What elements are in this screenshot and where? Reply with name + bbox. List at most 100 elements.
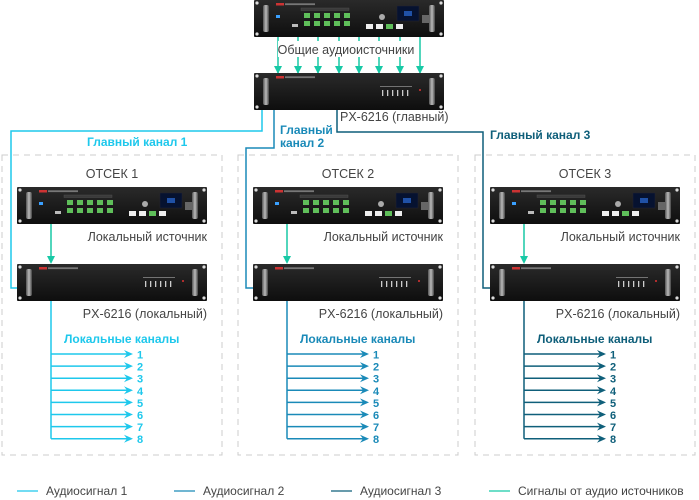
channel-arrow-icon (597, 398, 606, 407)
disc-slot (536, 194, 586, 198)
channel-switch (618, 281, 620, 287)
volume-knob (615, 201, 621, 207)
zone-2-frame (237, 154, 459, 456)
rack-screw-icon (439, 32, 443, 36)
rack-screw-icon (438, 188, 442, 192)
channel-arrow-icon (124, 434, 133, 443)
preset-button (323, 208, 329, 213)
zone-2-channel-2-label: 2 (373, 362, 379, 374)
shared-source-device (254, 0, 444, 37)
zone-3-local-px6216-device (490, 264, 680, 301)
zone-2-local-source-device (253, 187, 443, 224)
zone-1-channel-3-label: 3 (137, 374, 143, 386)
lcd-digits (640, 198, 648, 203)
main-channel-3-label: Главный канал 3 (490, 128, 591, 142)
preset-button (314, 13, 320, 18)
zone-1-channel-5-label: 5 (137, 398, 143, 410)
preset-button (87, 208, 93, 213)
preset-button (550, 208, 556, 213)
transport-button (385, 211, 392, 216)
channel-arrow-icon (124, 362, 133, 371)
model-label (285, 3, 315, 6)
transport-button (602, 211, 609, 216)
preset-button (560, 200, 566, 205)
main-channel-2-label-line1: Главный (280, 123, 333, 137)
zone-1-source-label: Локальный источник (88, 230, 208, 244)
channel-switch (382, 90, 384, 96)
source-arrow-icon (416, 66, 424, 74)
channel-switch (623, 281, 625, 287)
channel-switch (170, 281, 172, 287)
rack-handle-left (499, 192, 505, 219)
channel-arrow-icon (360, 398, 369, 407)
channel-arrow-icon (597, 374, 606, 383)
status-led (39, 202, 43, 205)
channel-switch (628, 281, 630, 287)
channel-arrow-icon (124, 398, 133, 407)
zone-1-channel-7-label: 7 (137, 422, 143, 434)
brand-logo (275, 267, 283, 270)
zone-2-channel-3-label: 3 (373, 374, 379, 386)
switch-label (616, 277, 648, 278)
preset-button (107, 200, 113, 205)
power-led (182, 280, 184, 282)
preset-button (540, 208, 546, 213)
rack-screw-icon (202, 296, 206, 300)
rack-screw-icon (491, 265, 495, 269)
preset-button (343, 208, 349, 213)
preset-button (343, 200, 349, 205)
power-led (419, 89, 421, 91)
channel-arrow-icon (360, 386, 369, 395)
zone-3-frame (474, 154, 696, 456)
preset-button (560, 208, 566, 213)
preset-button (314, 21, 320, 26)
transport-button (386, 24, 393, 29)
channel-arrow-icon (597, 362, 606, 371)
zone-3-source-label: Локальный источник (561, 230, 681, 244)
rack-screw-icon (254, 296, 258, 300)
main-channel-2-line (245, 110, 275, 289)
preset-button (570, 200, 576, 205)
channel-switch (633, 281, 635, 287)
zone-1-channel-2-label: 2 (137, 362, 143, 374)
channel-arrow-icon (597, 410, 606, 419)
status-led (275, 202, 279, 205)
transport-button (129, 211, 136, 216)
zone-2-source-label: Локальный источник (324, 230, 444, 244)
rack-screw-icon (675, 265, 679, 269)
transport-button (376, 24, 383, 29)
status-led (276, 15, 280, 18)
rack-chassis (254, 73, 444, 110)
source-label-bg (278, 41, 418, 57)
preset-button (67, 208, 73, 213)
rack-screw-icon (491, 296, 495, 300)
rack-screw-icon (18, 219, 22, 223)
usb-port (528, 211, 534, 214)
channel-arrow-icon (360, 362, 369, 371)
preset-button (97, 208, 103, 213)
channel-switch (643, 281, 645, 287)
rack-screw-icon (254, 219, 258, 223)
source-arrow-icon (355, 66, 363, 74)
rack-screw-icon (438, 296, 442, 300)
rack-handle-right (665, 192, 671, 219)
model-label (284, 267, 314, 270)
rack-screw-icon (18, 188, 22, 192)
transport-button (622, 211, 629, 216)
zone-1-channels-title: Локальные каналы (64, 332, 179, 346)
rack-chassis (253, 264, 443, 301)
model-label (48, 190, 78, 193)
rack-screw-icon (18, 265, 22, 269)
zone-3-channels-title: Локальные каналы (537, 332, 652, 346)
lcd-digits (403, 198, 411, 203)
source-arrow-icon (294, 66, 302, 74)
zone-2-channel-8-label: 8 (373, 434, 379, 446)
transport-button (632, 211, 639, 216)
channel-arrow-icon (360, 422, 369, 431)
preset-button (77, 208, 83, 213)
disc-slot (63, 194, 113, 198)
channel-arrow-icon (124, 410, 133, 419)
main-channel-2-label-line2: канал 2 (280, 136, 325, 150)
rack-handle-right (428, 192, 434, 219)
rack-handle-left (262, 192, 268, 219)
